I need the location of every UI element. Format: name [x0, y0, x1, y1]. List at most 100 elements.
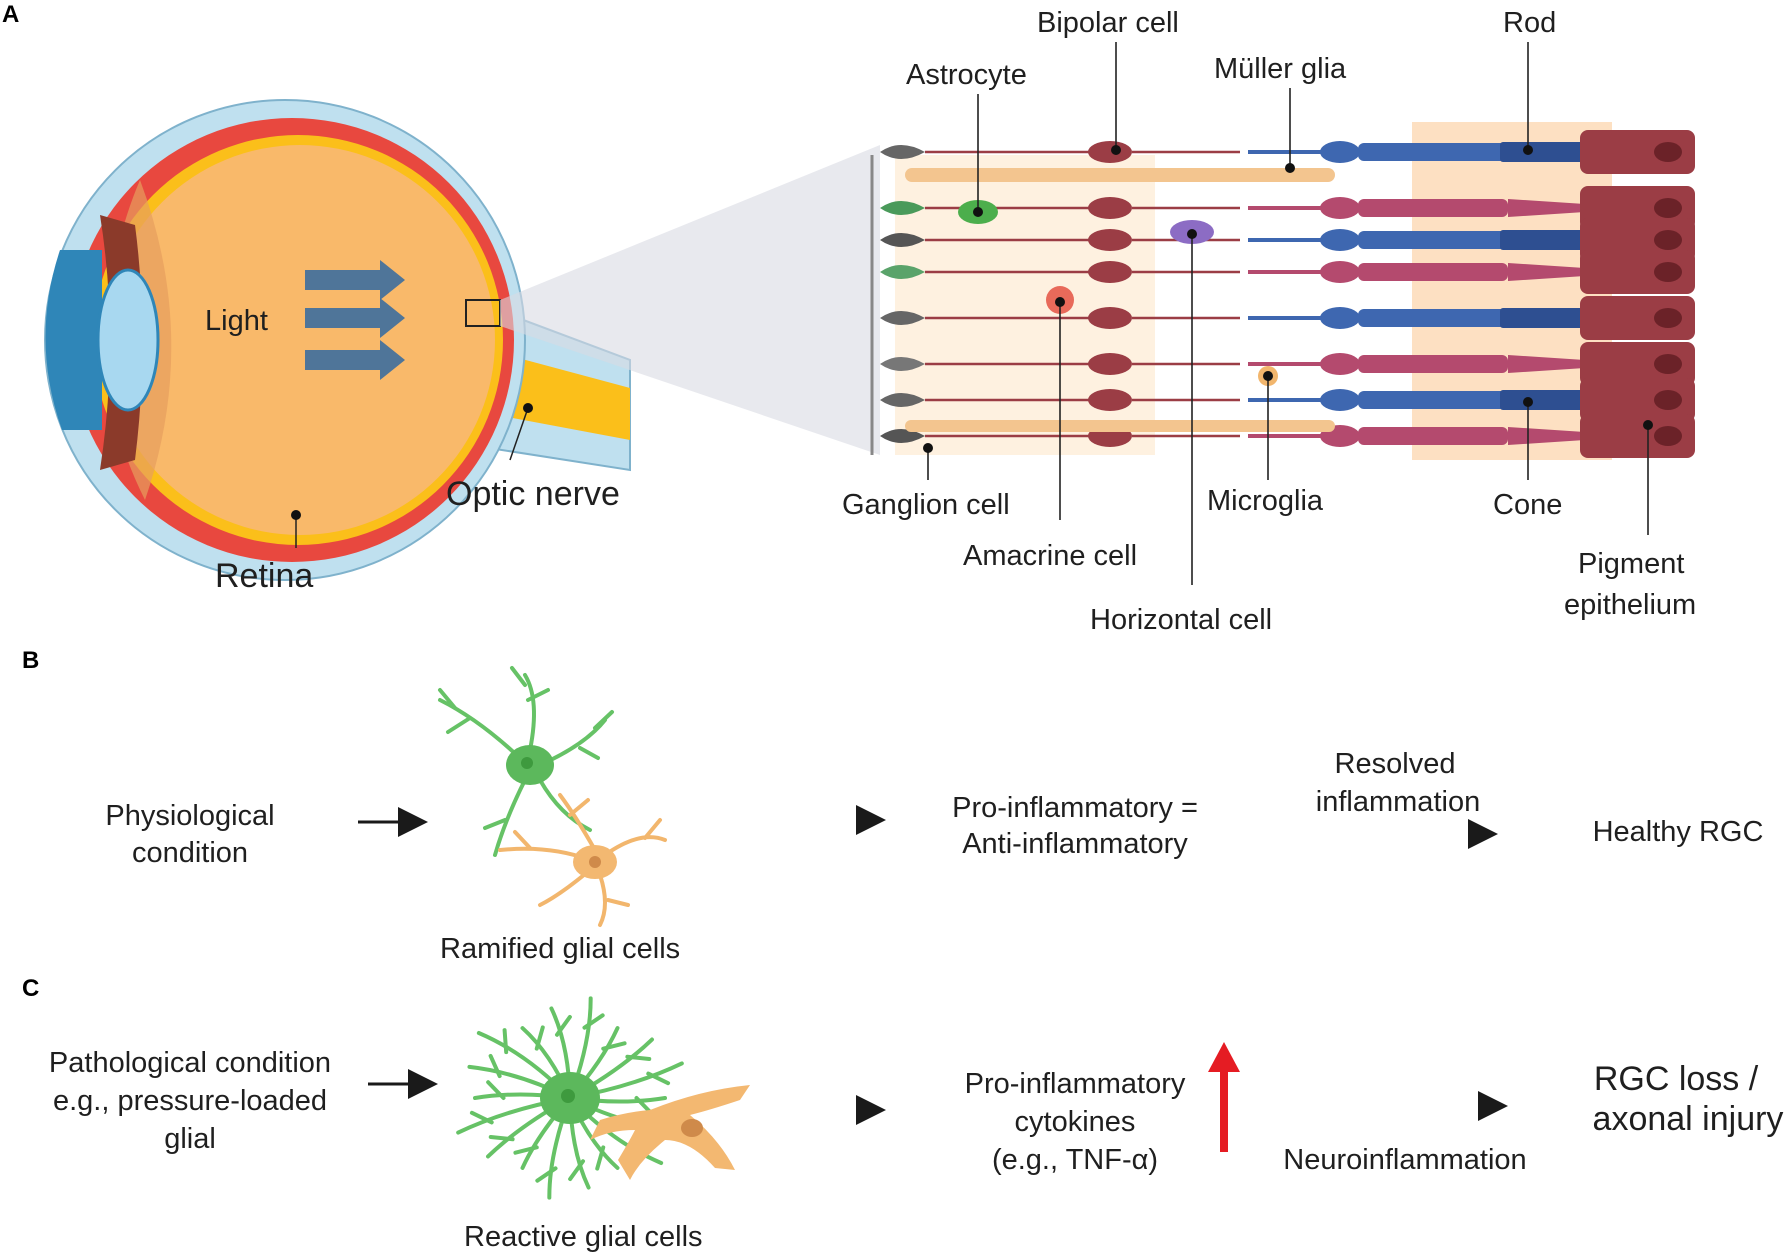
astrocyte-branch [469, 1110, 494, 1125]
b-arrow-label-2: inflammation [1316, 786, 1480, 818]
astrocyte-branch [625, 1054, 652, 1061]
c-outcome-line1: RGC loss / [1594, 1060, 1759, 1098]
c-glia-label: Reactive glial cells [464, 1221, 703, 1253]
panel-label-c: C [22, 975, 39, 1002]
cornea [45, 250, 102, 430]
bipolar-cell-label: Bipolar cell [1037, 7, 1179, 39]
photoreceptor-inner-segment [1358, 263, 1508, 281]
b-balance-line1: Pro-inflammatory = [952, 792, 1198, 824]
photoreceptor-inner-segment [1358, 199, 1508, 217]
astrocyte-branch [554, 1014, 572, 1037]
photoreceptor-soma [1320, 229, 1360, 251]
bipolar-soma [1088, 197, 1132, 219]
photoreceptor-soma [1320, 389, 1360, 411]
photoreceptor-soma [1320, 261, 1360, 283]
ganglion-soma [880, 145, 925, 159]
epithelium-cell [1580, 250, 1695, 294]
epithelium-nucleus [1654, 198, 1682, 218]
retina-leader-dots [923, 145, 1653, 453]
photoreceptor-soma [1320, 141, 1360, 163]
reactive-glia-illustration [456, 996, 750, 1200]
astrocyte-branch [535, 1166, 558, 1183]
ganglion-soma [880, 311, 925, 325]
epithelium-nucleus [1654, 142, 1682, 162]
astrocyte-branch [513, 1145, 539, 1155]
astrocyte-branch [568, 1159, 586, 1182]
photoreceptor-inner-segment [1358, 309, 1508, 327]
panel-label-a: A [2, 1, 19, 28]
muller-glia-band [905, 168, 1335, 182]
ganglion-soma [880, 265, 925, 279]
photoreceptor-inner-segment [1358, 427, 1508, 445]
astrocyte-branch [486, 1080, 506, 1100]
lens [96, 268, 160, 412]
epithelium-nucleus [1654, 426, 1682, 446]
muller-glia-band [905, 420, 1335, 432]
ganglion-soma [880, 201, 925, 215]
cone-outer-segment [1508, 355, 1600, 373]
astrocyte-branch [601, 1041, 627, 1051]
ganglion-soma [880, 429, 925, 443]
epithelium-cell [1580, 130, 1695, 174]
bipolar-soma [1088, 141, 1132, 163]
b-outcome: Healthy RGC [1593, 816, 1764, 848]
astrocyte-branch [582, 1013, 605, 1030]
epithelium-nucleus [1654, 308, 1682, 328]
retina-label: Retina [215, 557, 313, 595]
epithelium-cell [1580, 378, 1695, 422]
muller-glia-label: Müller glia [1214, 53, 1347, 85]
ganglion-cell-label: Ganglion cell [842, 489, 1010, 521]
bipolar-soma [1088, 229, 1132, 251]
photoreceptor-inner-segment [1358, 231, 1508, 249]
astrocyte-branch [488, 1053, 502, 1079]
astrocyte-branch [595, 1145, 606, 1171]
photoreceptor-inner-segment [1358, 355, 1508, 373]
epithelium-nucleus [1654, 262, 1682, 282]
epithelium-nucleus [1654, 390, 1682, 410]
amacrine-cell-label: Amacrine cell [963, 540, 1137, 572]
panel-label-b: B [22, 647, 39, 674]
bipolar-soma [1088, 353, 1132, 375]
c-cytokine-line3: (e.g., TNF-α) [992, 1144, 1158, 1176]
retina-layers [870, 122, 1695, 460]
b-arrow-label-1: Resolved [1335, 748, 1456, 780]
epithelium-cell [1580, 414, 1695, 458]
c-condition-line2: e.g., pressure-loaded [53, 1085, 327, 1117]
photoreceptor-soma [1320, 353, 1360, 375]
ganglion-soma [880, 393, 925, 407]
cone-outer-segment [1508, 199, 1600, 217]
astrocyte-branch [534, 1025, 545, 1051]
photoreceptor-soma [1320, 197, 1360, 219]
cone-outer-segment [1508, 427, 1600, 445]
bipolar-soma [1088, 261, 1132, 283]
cone-label: Cone [1493, 489, 1562, 521]
up-arrow-red [1208, 1042, 1240, 1152]
b-condition-line1: Physiological [105, 800, 274, 832]
astrocyte-branch [488, 1135, 515, 1142]
ganglion-soma [880, 233, 925, 247]
ganglion-soma [880, 357, 925, 371]
astrocyte-label: Astrocyte [906, 59, 1027, 91]
light-label: Light [205, 305, 268, 337]
c-cytokine-line2: cytokines [1015, 1106, 1136, 1138]
astrocyte-branch [646, 1071, 671, 1086]
bipolar-soma [1088, 307, 1132, 329]
b-balance-line2: Anti-inflammatory [962, 828, 1188, 860]
optic-nerve-label: Optic nerve [446, 475, 620, 513]
epithelium-cell [1580, 342, 1695, 386]
astrocyte-branch [502, 1028, 509, 1055]
c-outcome-line2: axonal injury [1593, 1100, 1784, 1138]
photoreceptor-inner-segment [1358, 143, 1508, 161]
light-arrows [305, 260, 405, 380]
b-glia-label: Ramified glial cells [440, 933, 680, 965]
c-cytokine-line1: Pro-inflammatory [965, 1068, 1186, 1100]
b-condition-line2: condition [132, 837, 248, 869]
pigment-label-1: Pigment [1578, 548, 1684, 580]
photoreceptor-soma [1320, 307, 1360, 329]
c-condition-line3: glial [164, 1123, 216, 1155]
horizontal-cell-label: Horizontal cell [1090, 604, 1272, 636]
pigment-label-2: epithelium [1564, 589, 1696, 621]
c-condition-line1: Pathological condition [49, 1047, 331, 1079]
photoreceptor-inner-segment [1358, 391, 1508, 409]
